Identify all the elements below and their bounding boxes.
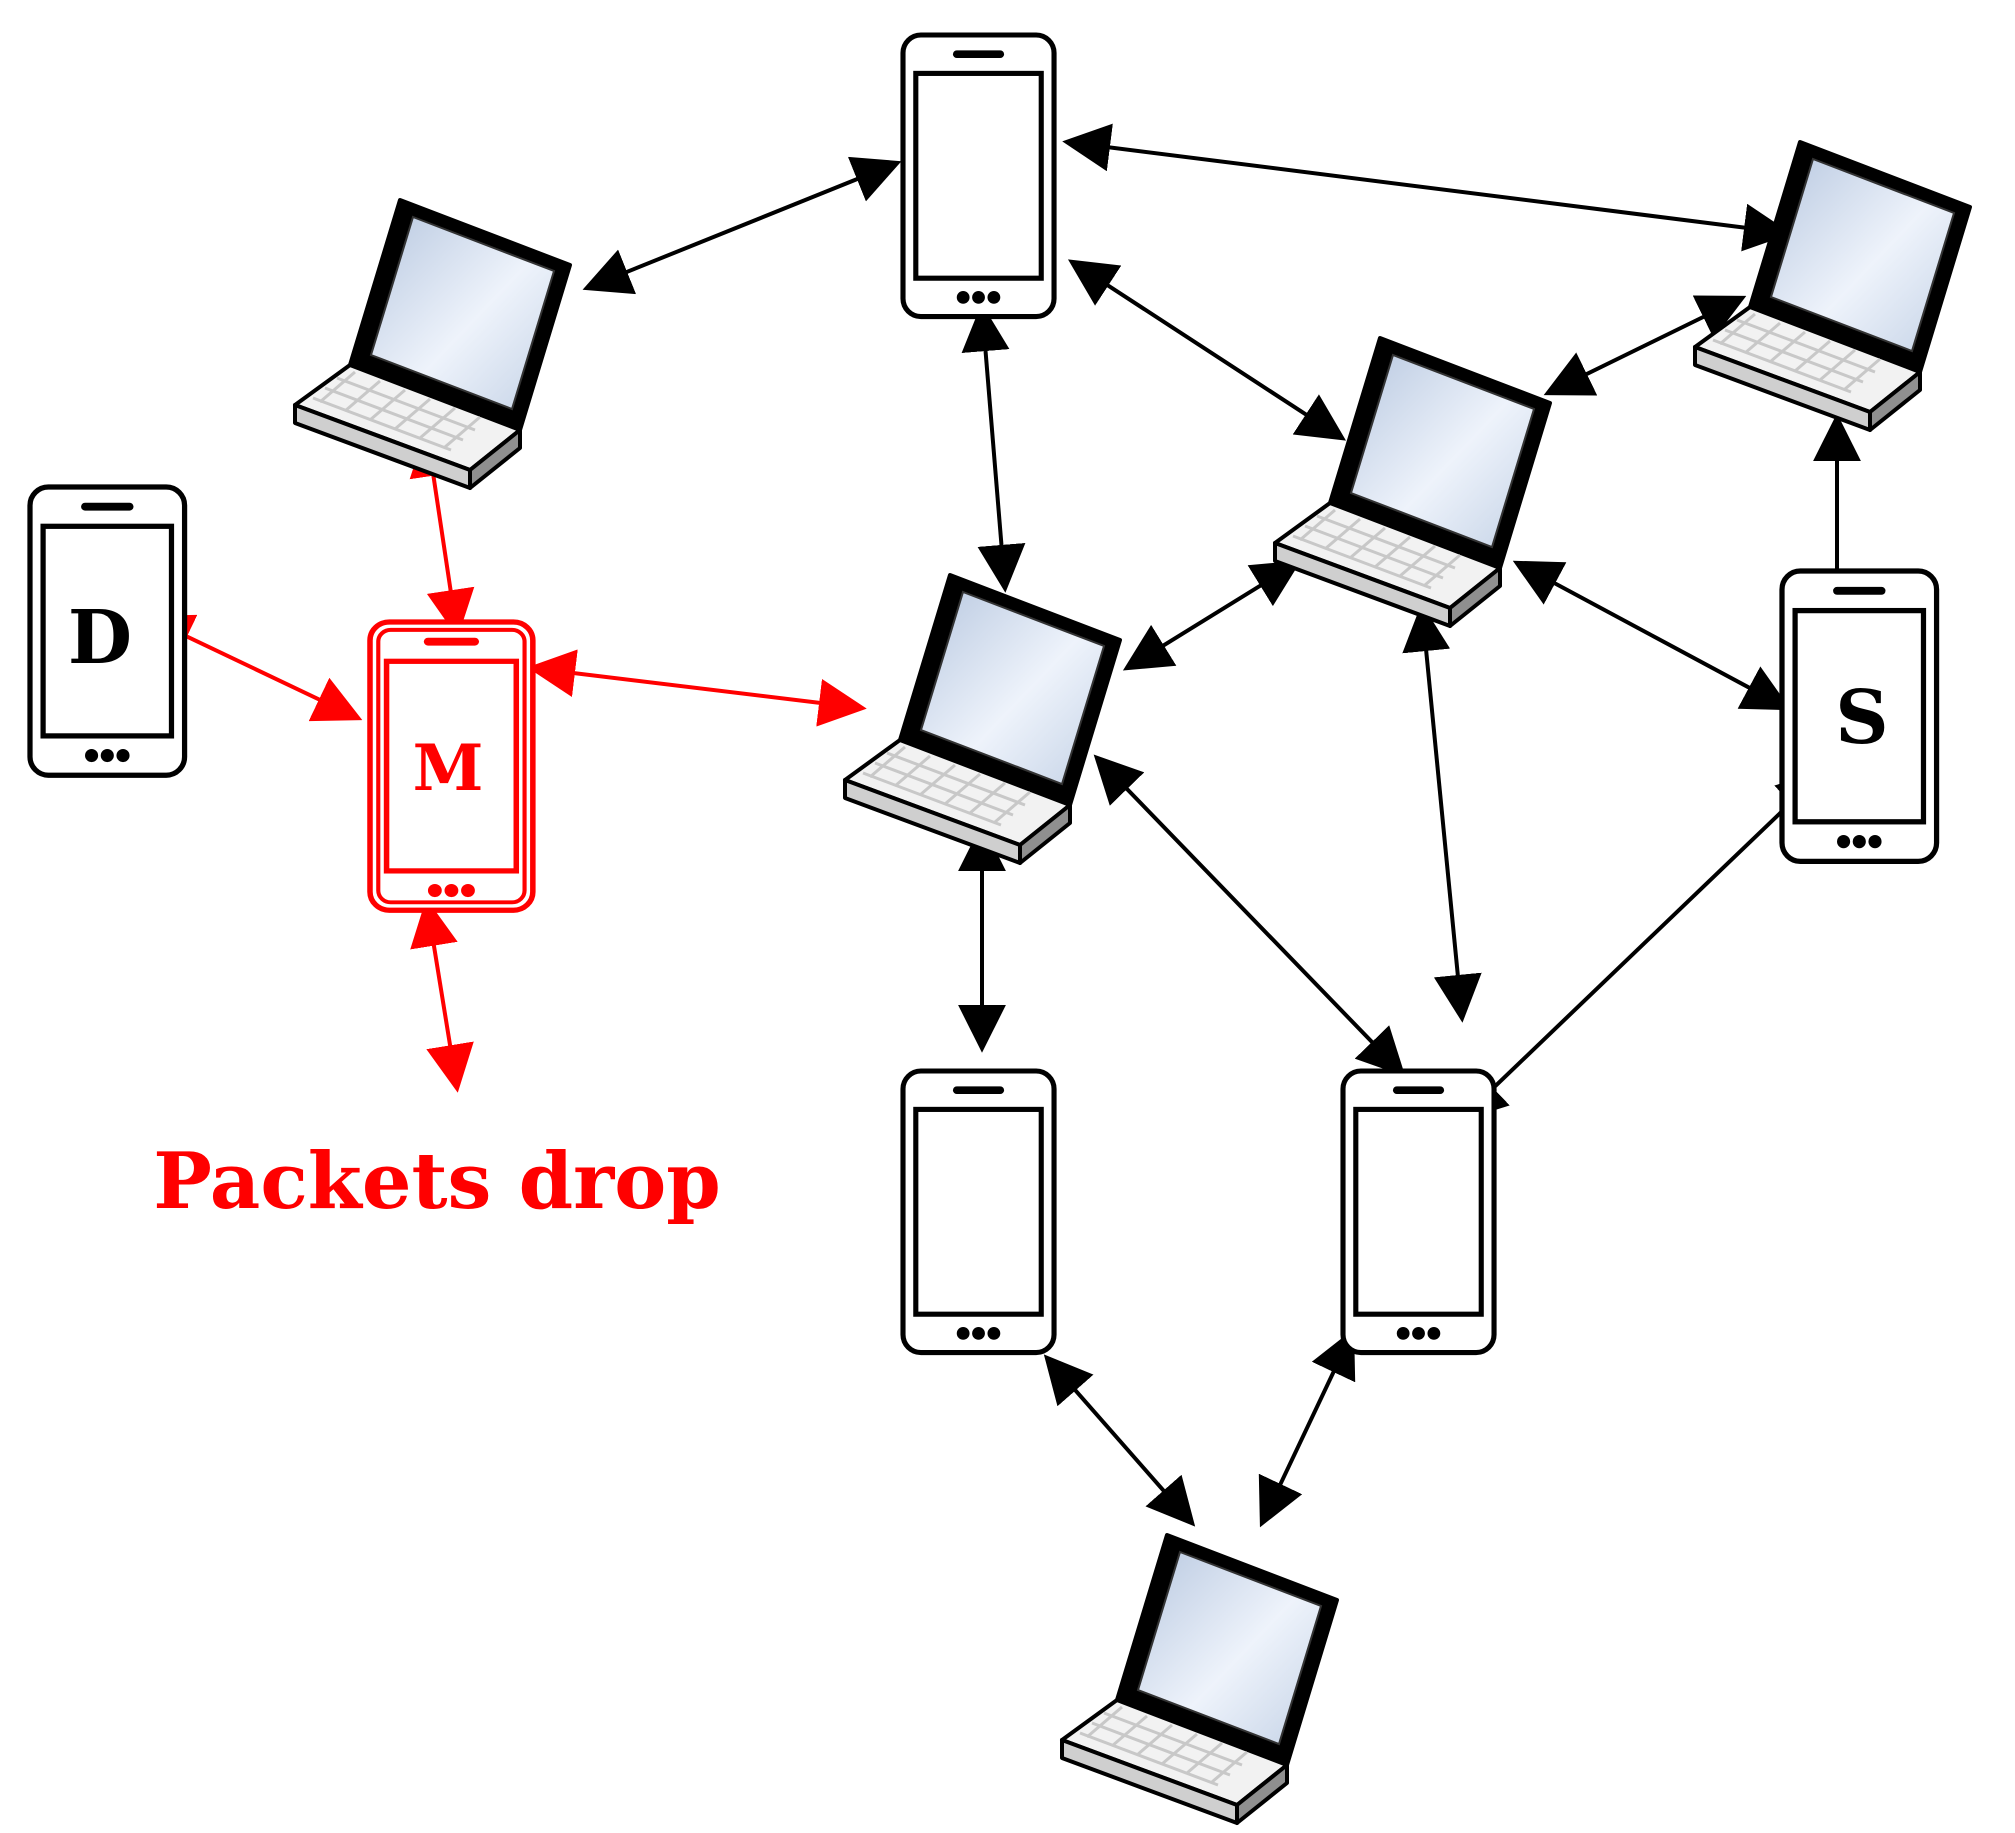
link-laptop-center-right-to-phone-bottom-right — [1402, 603, 1482, 1023]
laptop-center — [843, 573, 1122, 865]
link-phone-top-to-laptop-top-right — [1062, 123, 1792, 252]
malicious-label: M — [413, 731, 484, 806]
destination-label: D — [68, 595, 132, 681]
laptop-top-left — [293, 198, 572, 490]
link-phone-s-to-phone-bottom-right — [1458, 769, 1826, 1122]
link-m-to-laptop-center — [527, 649, 867, 727]
source-label: S — [1835, 675, 1888, 761]
laptop-top-right — [1693, 140, 1972, 432]
links — [582, 123, 1861, 1528]
laptop-center-right — [1273, 336, 1552, 628]
phone-bottom-right — [1343, 1071, 1494, 1353]
link-phone-bottom-mid-to-laptop-bottom — [1043, 1354, 1196, 1527]
phone-top — [903, 35, 1054, 317]
link-m-packets-drop — [410, 898, 474, 1093]
link-phone-top-to-laptop-center-right — [1067, 259, 1347, 441]
link-laptop-center-to-laptop-center-right — [1122, 560, 1302, 671]
link-phone-top-to-laptop-center — [961, 303, 1026, 593]
phone-malicious — [367, 619, 536, 913]
packets-drop-caption: Packets drop — [153, 1136, 721, 1227]
link-laptop-top-left-to-phone-top — [582, 156, 902, 295]
link-laptop-top-right-to-laptop-center-right — [1543, 295, 1747, 396]
link-laptop-center-to-phone-bottom-right — [1093, 754, 1406, 1077]
link-phone-bottom-right-to-laptop-bottom — [1258, 1328, 1356, 1528]
phone-bottom-mid — [903, 1071, 1054, 1353]
laptop-bottom — [1060, 1533, 1339, 1825]
link-laptop-center-right-to-phone-s — [1512, 560, 1792, 711]
